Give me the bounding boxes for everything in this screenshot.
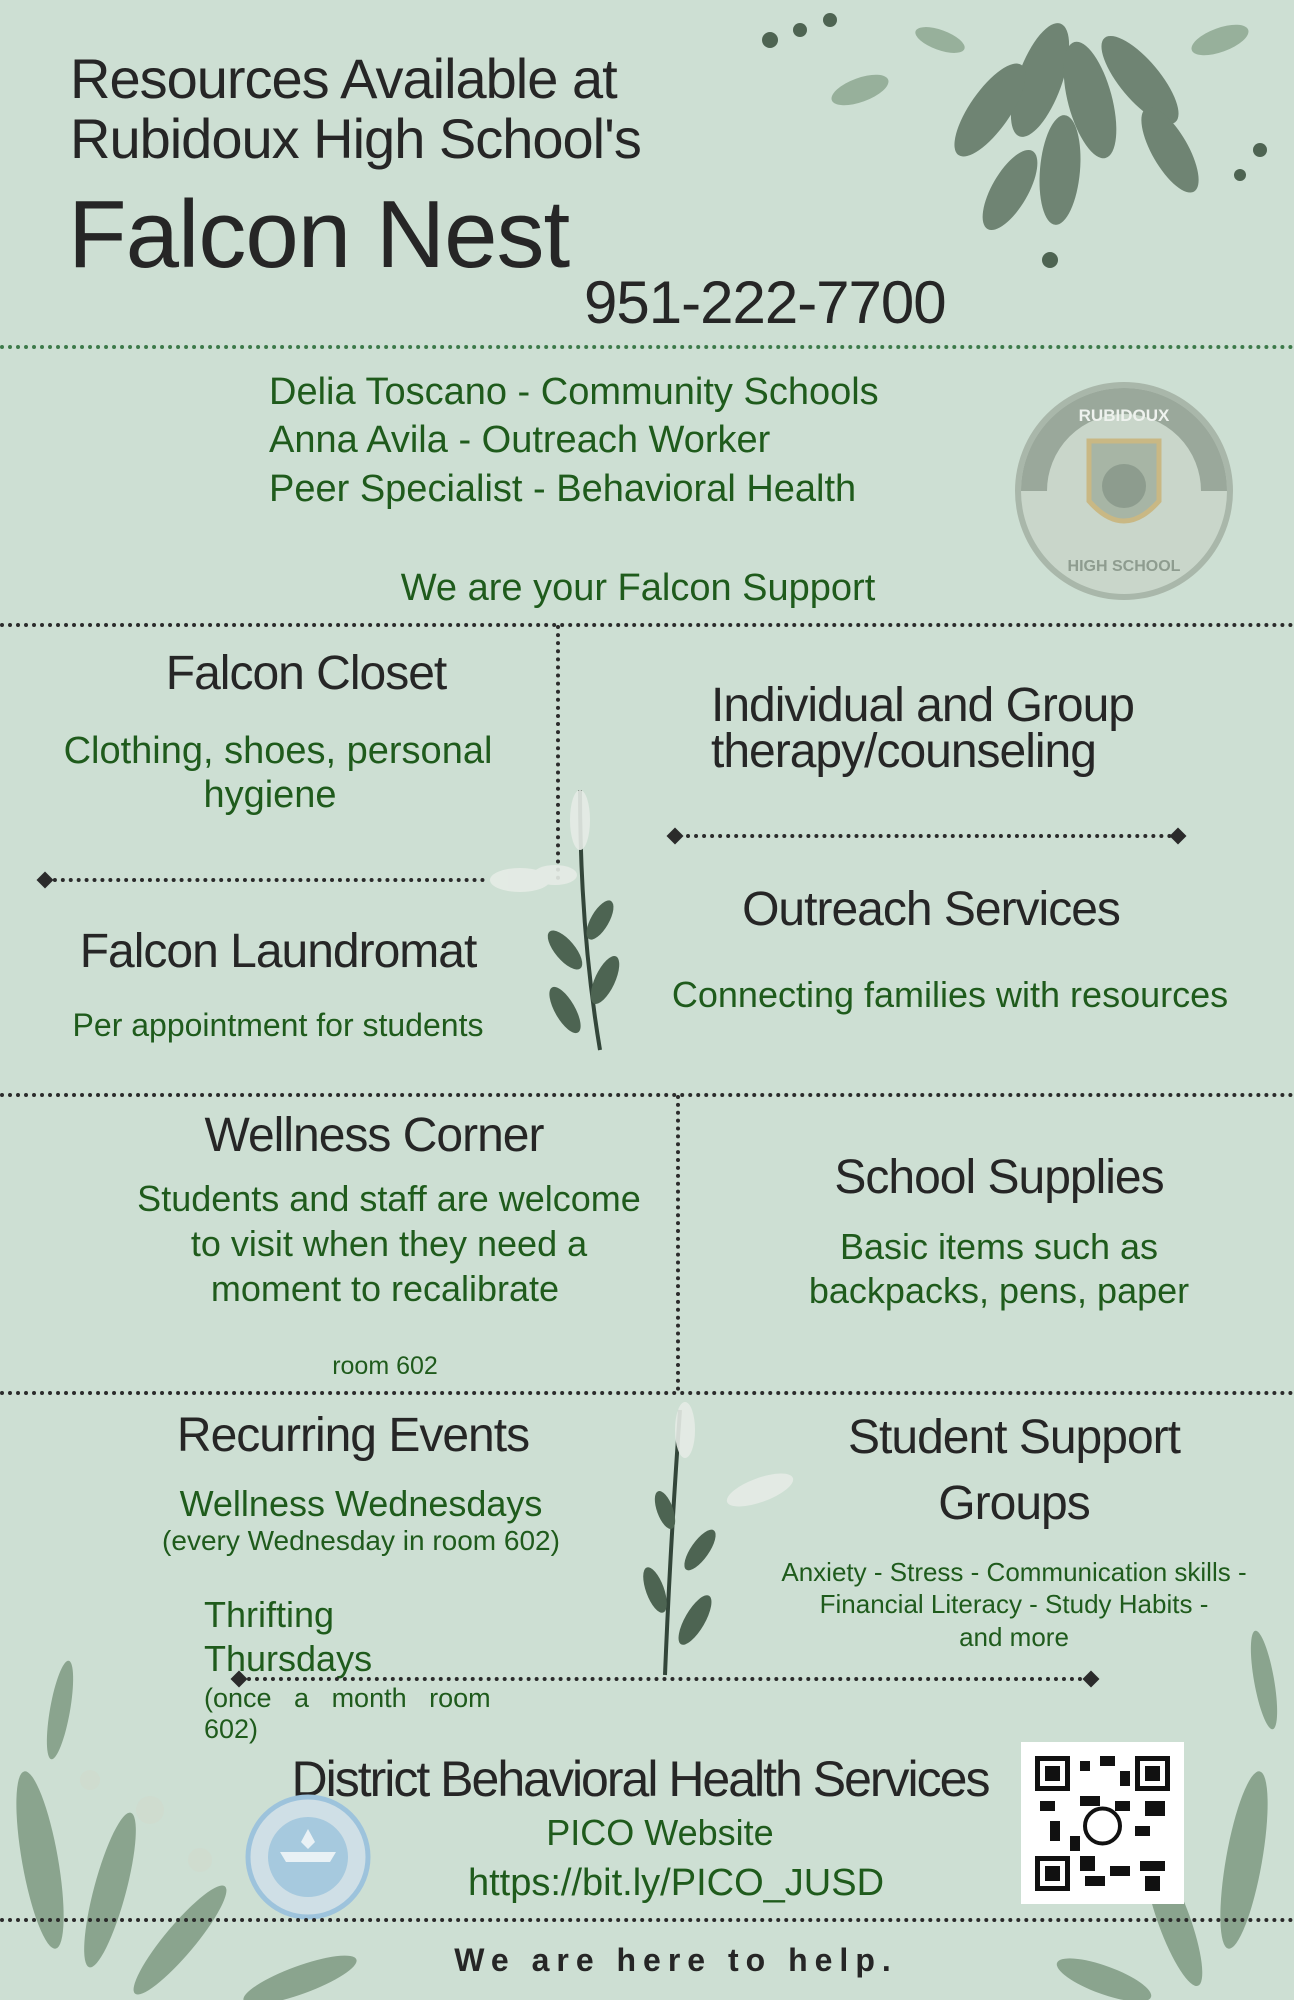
falcon-laundromat-desc: Per appointment for students — [72, 1007, 484, 1043]
wellness-desc-1: Students and staff are welcome — [137, 1178, 641, 1219]
jusd-pupil-services-logo — [245, 1794, 371, 1920]
divider — [0, 1918, 1294, 1922]
thrifting-note-1: (once a month room — [204, 1683, 491, 1713]
falcon-closet-title: Falcon Closet — [165, 647, 447, 700]
header-line-1: Resources Available at — [70, 47, 618, 110]
footer-message: We are here to help. — [454, 1942, 898, 1978]
divider — [239, 1677, 1091, 1681]
leaf-decoration-icon — [16, 1660, 357, 2000]
groups-list-1: Anxiety - Stress - Communication skills … — [781, 1557, 1247, 1587]
wellness-desc-2: to visit when they need a — [190, 1223, 588, 1264]
contact-3: Peer Specialist - Behavioral Health — [269, 468, 857, 510]
tagline: We are your Falcon Support — [400, 567, 876, 609]
groups-list-3: and more — [959, 1622, 1069, 1652]
divider — [0, 345, 1294, 349]
header-line-2: Rubidoux High School's — [70, 107, 642, 170]
district-title: District Behavioral Health Services — [291, 1751, 991, 1807]
outreach-title: Outreach Services — [742, 883, 1121, 936]
contact-2: Anna Avila - Outreach Worker — [269, 419, 771, 461]
falcon-closet-desc-2: hygiene — [203, 774, 337, 816]
contact-1: Delia Toscano - Community Schools — [269, 371, 879, 413]
diamond-icon — [1169, 827, 1187, 845]
thrifting-thursdays-1: Thrifting — [204, 1594, 335, 1635]
thrifting-thursdays-2: Thursdays — [204, 1638, 373, 1679]
fern-decoration-icon — [643, 1402, 794, 1676]
therapy-title-1: Individual and Group — [711, 679, 1135, 732]
phone-number: 951-222-7700 — [584, 269, 947, 336]
qr-code — [1021, 1742, 1184, 1904]
divider — [0, 623, 1294, 627]
supplies-desc-2: backpacks, pens, paper — [808, 1270, 1190, 1311]
school-supplies-title: School Supplies — [834, 1151, 1164, 1204]
fern-decoration-icon — [490, 789, 620, 1051]
student-support-title-2: Groups — [938, 1477, 1090, 1530]
therapy-title-2: therapy/counseling — [711, 725, 1097, 778]
outreach-desc: Connecting families with resources — [671, 974, 1229, 1015]
student-support-title-1: Student Support — [848, 1411, 1181, 1464]
supplies-desc-1: Basic items such as — [839, 1226, 1159, 1267]
divider — [678, 834, 1172, 838]
wellness-wednesdays: Wellness Wednesdays — [179, 1483, 543, 1524]
wellness-corner-title: Wellness Corner — [204, 1109, 545, 1162]
wellness-room: room 602 — [332, 1352, 438, 1380]
divider — [556, 625, 560, 880]
wellness-wednesdays-note: (every Wednesday in room 602) — [162, 1525, 560, 1556]
thrifting-note-2: 602) — [204, 1714, 259, 1744]
leaf-decoration-icon — [762, 13, 1267, 268]
falcon-closet-desc-1: Clothing, shoes, personal — [63, 730, 493, 772]
divider — [45, 878, 485, 882]
pico-url-link[interactable]: https://bit.ly/PICO_JUSD — [467, 1862, 885, 1904]
rubidoux-crest-logo: RUBIDOUX HIGH SCHOOL — [1015, 382, 1233, 600]
falcon-laundromat-title: Falcon Laundromat — [79, 925, 478, 978]
svg-text:RUBIDOUX: RUBIDOUX — [1079, 406, 1170, 425]
wellness-desc-3: moment to recalibrate — [210, 1268, 560, 1309]
divider — [0, 1093, 1294, 1097]
divider — [676, 1095, 680, 1391]
qr-code-icon — [1035, 1756, 1170, 1891]
svg-text:HIGH SCHOOL: HIGH SCHOOL — [1068, 558, 1181, 575]
pico-website-label: PICO Website — [546, 1812, 774, 1853]
divider — [0, 1391, 1294, 1395]
groups-list-2: Financial Literacy - Study Habits - — [819, 1589, 1209, 1619]
recurring-events-title: Recurring Events — [176, 1409, 530, 1462]
page-title: Falcon Nest — [68, 181, 570, 288]
